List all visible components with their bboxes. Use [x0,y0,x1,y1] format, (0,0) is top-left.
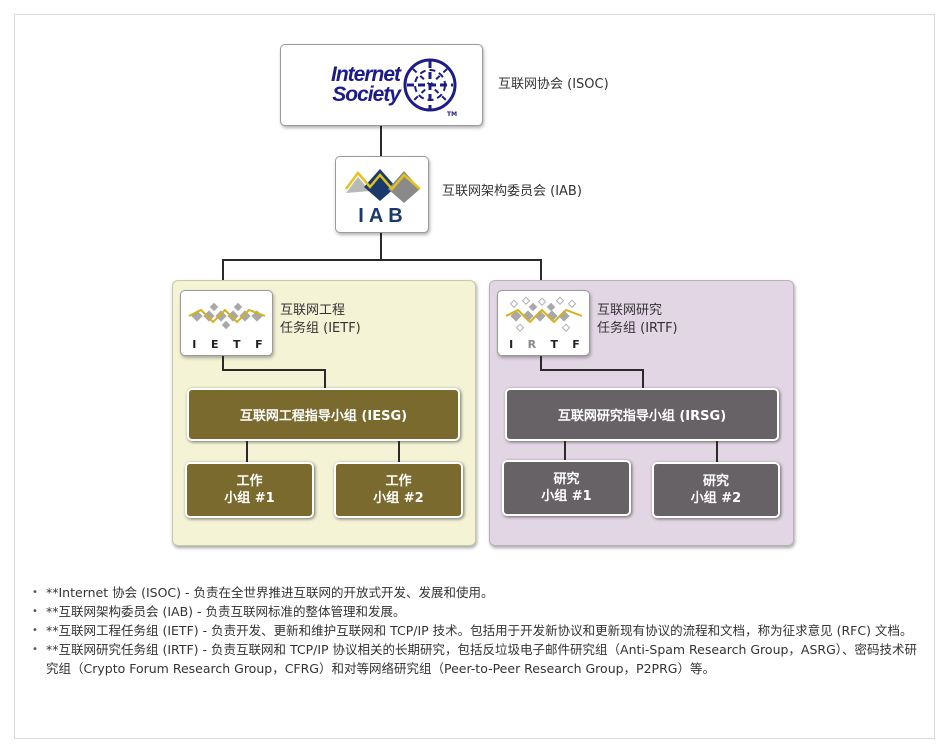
connector-irtf-h [540,369,644,371]
isoc-globe-icon [403,58,457,112]
irtf-letter: T [550,338,558,351]
ietf-letter: E [210,338,219,351]
connector-to-irtf [540,259,542,291]
ietf-working-group-1-line2: 小组 #1 [224,491,275,506]
irtf-logo-letters: I R T F [502,338,587,351]
ietf-label-line2: 任务组 (IETF) [280,321,361,336]
note-iab: **互联网架构委员会 (IAB) - 负责互联网标准的整体管理和发展。 [32,602,926,621]
connector-iesg-wg1 [246,441,248,463]
iab-mountain-icon [345,169,421,203]
irtf-diamond-icon [505,296,583,332]
ietf-working-group-1-line1: 工作 [236,474,263,489]
connector-irtf-to-irsg [642,369,644,389]
ietf-logo-letters: I E T F [185,338,270,351]
connector-horizontal [222,259,542,261]
ietf-label-line1: 互联网工程 [280,303,346,318]
irtf-label: 互联网研究 任务组 (IRTF) [597,302,678,338]
ietf-working-group-1: 工作 小组 #1 [185,462,314,518]
irtf-letter: R [527,338,537,351]
isoc-label: 互联网协会 (ISOC) [498,77,609,92]
irtf-research-group-1-line1: 研究 [553,472,580,487]
iab-logo-text: IAB [358,205,408,227]
isoc-logo-line1: Internet [330,63,401,86]
irtf-label-line1: 互联网研究 [597,303,663,318]
ietf-label: 互联网工程 任务组 (IETF) [280,302,361,338]
connector-iesg-wg2 [398,441,400,463]
iab-label: 互联网架构委员会 (IAB) [442,184,582,199]
irtf-research-group-1-line2: 小组 #1 [541,489,592,504]
connector-to-ietf [222,259,224,291]
irtf-letter: I [509,338,514,351]
irtf-research-group-2-line2: 小组 #2 [690,491,742,506]
connector-isoc-iab [380,126,382,158]
ietf-working-group-2: 工作 小组 #2 [334,462,463,518]
irtf-research-group-2-line1: 研究 [702,474,729,489]
note-irtf: **互联网研究任务组 (IRTF) - 负责互联网和 TCP/IP 协议相关的长… [32,640,926,678]
notes-list: **Internet 协会 (ISOC) - 负责在全世界推进互联网的开放式开发… [32,583,926,678]
connector-ietf-logo-down [222,356,224,370]
irsg-box: 互联网研究指导小组 (IRSG) [505,388,779,441]
ietf-letter: I [192,338,197,351]
connector-iab-down [380,232,382,260]
isoc-logo: Internet Society TM [280,44,483,126]
ietf-working-group-2-line1: 工作 [385,474,412,489]
connector-irsg-rg2 [716,441,718,463]
isoc-logo-tm: TM [447,111,458,118]
connector-irsg-rg1 [564,441,566,463]
irtf-label-line2: 任务组 (IRTF) [597,321,678,336]
connector-ietf-h [222,369,326,371]
ietf-logo: I E T F [180,290,273,356]
note-ietf: **互联网工程任务组 (IETF) - 负责开发、更新和维护互联网和 TCP/I… [32,621,926,640]
irtf-logo: I R T F [497,290,590,356]
ietf-diamond-icon [188,302,266,330]
ietf-letter: F [255,338,263,351]
irtf-research-group-1: 研究 小组 #1 [502,460,631,516]
irtf-letter: F [572,338,580,351]
connector-irtf-logo-down [540,356,542,370]
isoc-logo-line2: Society [332,83,401,106]
connector-ietf-to-iesg [324,369,326,389]
note-isoc: **Internet 协会 (ISOC) - 负责在全世界推进互联网的开放式开发… [32,583,926,602]
iesg-box: 互联网工程指导小组 (IESG) [187,388,460,441]
iab-logo: IAB [335,156,429,233]
ietf-letter: T [233,338,241,351]
ietf-working-group-2-line2: 小组 #2 [373,491,424,506]
irtf-research-group-2: 研究 小组 #2 [652,462,780,518]
